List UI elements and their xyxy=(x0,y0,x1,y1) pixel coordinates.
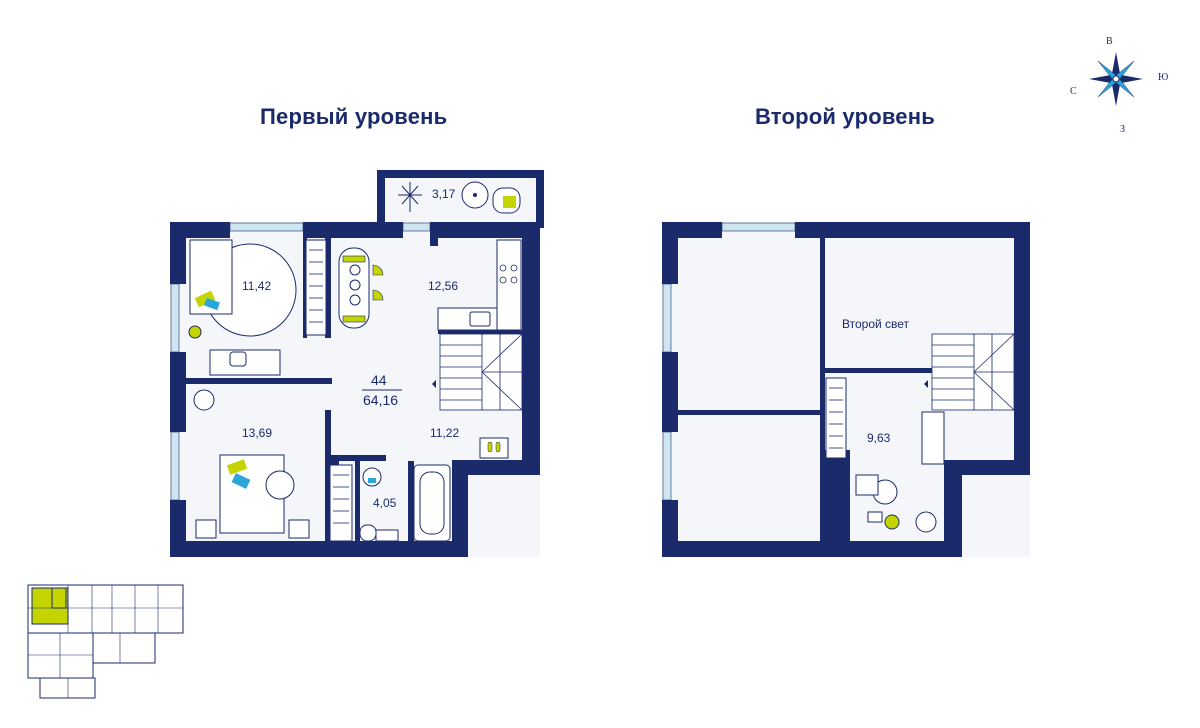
compass-south: З xyxy=(1120,124,1125,135)
upper-room-area: 9,63 xyxy=(867,431,891,445)
building-minimap[interactable] xyxy=(27,584,184,699)
second-level-plan[interactable]: Второй свет 9,63 xyxy=(662,222,1030,557)
apartment-badge: 44 64,16 xyxy=(362,372,402,408)
bedroom2-area: 13,69 xyxy=(242,426,272,440)
apartment-number: 44 xyxy=(371,372,387,388)
hall-area: 11,22 xyxy=(430,426,459,440)
compass-north: В xyxy=(1106,36,1113,47)
balcony-area: 3,17 xyxy=(432,187,456,201)
second-light-label: Второй свет xyxy=(842,317,910,331)
first-level-title: Первый уровень xyxy=(260,104,448,129)
first-level-plan[interactable]: 3,17 11,42 xyxy=(170,170,544,557)
compass-rose-icon: В Ю С З xyxy=(1070,36,1168,135)
kitchen-area: 12,56 xyxy=(428,279,458,293)
compass-east: Ю xyxy=(1158,72,1168,83)
bath-area: 4,05 xyxy=(373,496,397,510)
second-level-title: Второй уровень xyxy=(755,104,935,129)
bedroom1-area: 11,42 xyxy=(242,279,271,293)
compass-west: С xyxy=(1070,86,1077,97)
apartment-area: 64,16 xyxy=(363,392,398,408)
